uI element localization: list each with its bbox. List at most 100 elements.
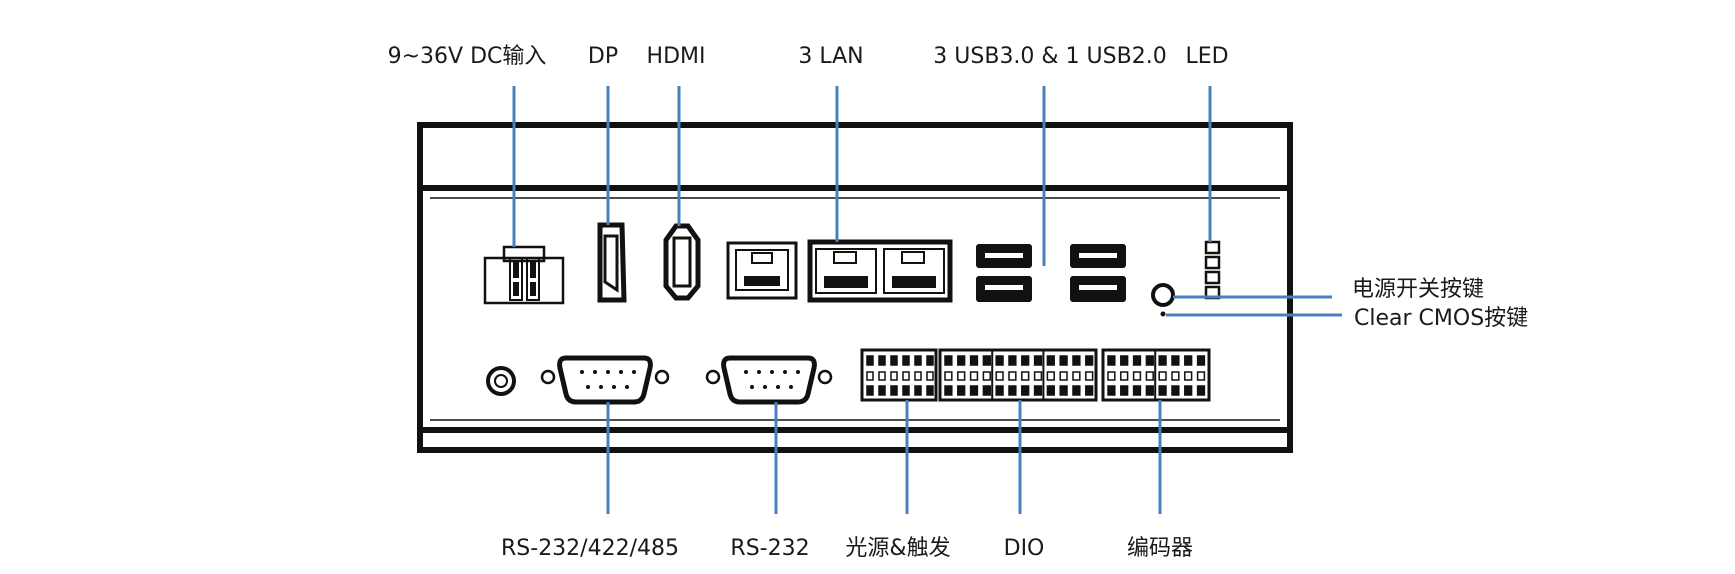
terminal-pin: [1085, 371, 1094, 381]
terminal-pin: [890, 385, 898, 396]
round-jack: [486, 366, 516, 396]
terminal-pin: [878, 355, 886, 366]
label-dp: DP: [587, 44, 619, 69]
terminal-pin: [1132, 371, 1142, 381]
label-dio: DIO: [1003, 536, 1045, 561]
terminal-pin: [1046, 371, 1055, 381]
dc-terminal-connector: [483, 245, 565, 305]
label-usb: 3 USB3.0 & 1 USB2.0: [933, 44, 1167, 69]
terminal-pin: [914, 385, 922, 396]
terminal-pin: [1120, 371, 1129, 381]
label-clear-cmos: Clear CMOS按键: [1354, 306, 1529, 331]
terminal-pin: [1158, 355, 1167, 366]
terminal-pin: [1132, 385, 1142, 396]
terminal-pin: [890, 371, 898, 381]
terminal-pin: [1021, 371, 1030, 381]
terminal-pin: [1008, 385, 1017, 396]
label-rs232: RS-232: [730, 536, 810, 561]
terminal-pin: [926, 355, 934, 366]
terminal-pin: [1021, 355, 1030, 366]
terminal-pin: [1171, 371, 1180, 381]
terminal-pin: [1059, 385, 1068, 396]
terminal-pin: [1033, 355, 1043, 366]
terminal-pin: [944, 355, 953, 366]
terminal-pin: [1072, 371, 1081, 381]
label-encoder: 编码器: [1126, 536, 1194, 561]
terminal-block-dio: [938, 348, 1098, 402]
terminal-pin: [926, 371, 934, 381]
terminal-pin: [1184, 371, 1193, 381]
lan-ports: [726, 239, 953, 303]
terminal-pin: [969, 355, 979, 366]
usb-ports: [976, 244, 1126, 302]
terminal-block-light-trigger: [860, 348, 938, 402]
terminal-pin: [1021, 385, 1030, 396]
terminal-pin: [1145, 385, 1154, 396]
terminal-pin: [1059, 371, 1068, 381]
terminal-pin: [1184, 355, 1193, 366]
chassis: [417, 122, 1293, 453]
terminal-pin: [1171, 385, 1180, 396]
terminal-pin: [982, 371, 991, 381]
terminal-pin: [969, 371, 979, 381]
terminal-pin: [982, 385, 991, 396]
label-hdmi: HDMI: [646, 44, 706, 69]
terminal-pin: [1158, 385, 1167, 396]
terminal-pin: [957, 371, 966, 381]
terminal-pin: [902, 355, 910, 366]
terminal-pin: [1120, 355, 1129, 366]
terminal-pin: [969, 385, 979, 396]
terminal-pin: [1107, 371, 1116, 381]
terminal-pin: [878, 385, 886, 396]
terminal-pin: [1107, 355, 1116, 366]
terminal-pin: [1107, 385, 1116, 396]
label-lan: 3 LAN: [798, 44, 864, 69]
db9-connector-1: [540, 355, 670, 405]
label-rs232-422-485: RS-232/422/485: [501, 536, 679, 561]
terminal-pin: [1120, 385, 1129, 396]
terminal-pin: [982, 355, 991, 366]
terminal-pin: [995, 371, 1004, 381]
terminal-pin: [1046, 355, 1055, 366]
terminal-pin: [1196, 371, 1206, 381]
terminal-pin: [1145, 371, 1154, 381]
terminal-pin: [1008, 371, 1017, 381]
terminal-pin: [1171, 355, 1180, 366]
leader-lines: [512, 86, 1342, 514]
terminal-pin: [1132, 355, 1142, 366]
label-led: LED: [1185, 44, 1229, 69]
terminal-pin: [944, 385, 953, 396]
terminal-pin: [1085, 385, 1094, 396]
label-dc-input: 9~36V DC输入: [387, 44, 547, 69]
terminal-pin: [902, 385, 910, 396]
led-indicators: [1204, 240, 1221, 300]
terminal-pin: [1059, 355, 1068, 366]
terminal-pin: [957, 385, 966, 396]
terminal-pin: [1046, 385, 1055, 396]
terminal-pin: [866, 355, 874, 366]
terminal-pin: [944, 371, 953, 381]
terminal-pin: [866, 371, 874, 381]
terminal-pin: [1184, 385, 1193, 396]
terminal-pin: [1072, 355, 1081, 366]
terminal-pin: [1072, 385, 1081, 396]
terminal-pin: [1145, 355, 1154, 366]
terminal-pin: [1196, 385, 1206, 396]
terminal-pin: [914, 355, 922, 366]
label-power-button: 电源开关按键: [1352, 277, 1485, 302]
terminal-pin: [995, 385, 1004, 396]
terminal-pin: [1033, 385, 1043, 396]
terminal-pin: [902, 371, 910, 381]
terminal-block-encoder: [1101, 348, 1211, 402]
terminal-pin: [957, 355, 966, 366]
terminal-pin: [1085, 355, 1094, 366]
displayport-connector: [597, 222, 627, 303]
clear-cmos-button-graphic: [1160, 311, 1166, 317]
terminal-pin: [866, 385, 874, 396]
terminal-pin: [1033, 371, 1043, 381]
terminal-pin: [914, 371, 922, 381]
terminal-pin: [926, 385, 934, 396]
terminal-pin: [995, 355, 1004, 366]
